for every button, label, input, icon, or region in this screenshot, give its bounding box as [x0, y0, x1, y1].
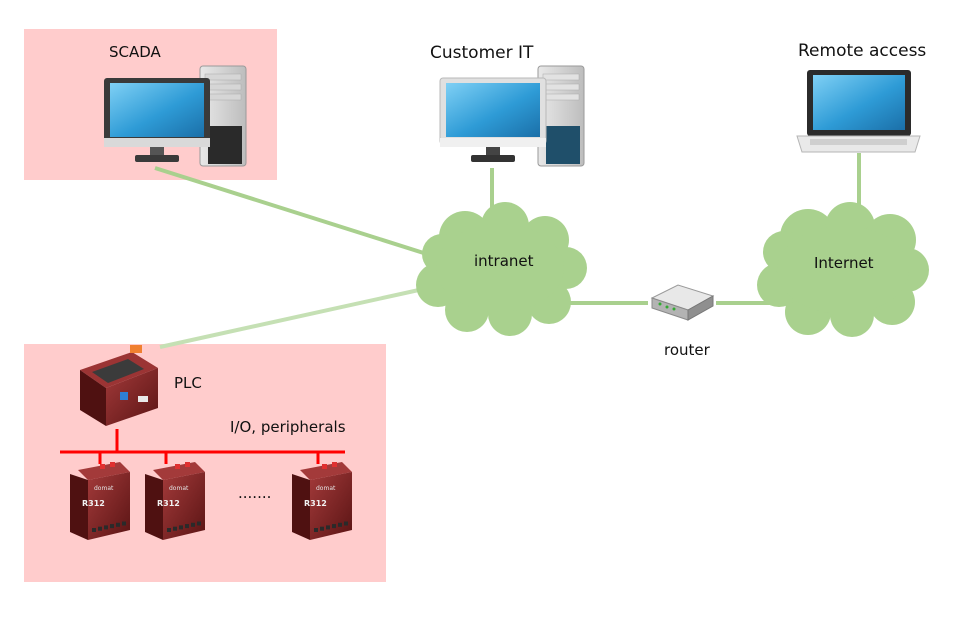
io-module-icon: R312 domat	[145, 462, 205, 540]
field-zone	[24, 344, 386, 582]
intranet-cloud-icon	[416, 202, 587, 336]
io-module-model-label: R312	[82, 499, 105, 508]
io-module-brand-label: domat	[169, 485, 189, 492]
plc-label: PLC	[174, 374, 202, 392]
customer-it-label: Customer IT	[430, 43, 534, 63]
remote-laptop-icon	[796, 70, 921, 153]
io-module-model-label: R312	[304, 499, 327, 508]
io-bus	[60, 429, 345, 464]
io-module-brand-label: domat	[94, 485, 114, 492]
link-plc-intranet	[159, 286, 429, 349]
io-module-model-label: R312	[157, 499, 180, 508]
link-scada-intranet	[154, 166, 431, 257]
ellipsis-label: .......	[238, 484, 272, 502]
internet-label: Internet	[814, 254, 874, 272]
router-label: router	[664, 341, 710, 359]
scada-label: SCADA	[109, 43, 161, 61]
plc-controller-icon	[80, 345, 158, 426]
io-module-brand-label: domat	[316, 485, 336, 492]
scada-computer-icon	[104, 65, 247, 167]
io-module-icon: R312 domat	[70, 462, 130, 540]
io-module-icon: R312 domat	[292, 462, 352, 540]
customer-it-computer-icon	[439, 65, 585, 167]
router-icon	[650, 284, 715, 321]
remote-access-label: Remote access	[798, 41, 927, 61]
internet-cloud-icon	[757, 202, 929, 337]
io-peripherals-label: I/O, peripherals	[230, 418, 346, 436]
intranet-label: intranet	[474, 252, 534, 270]
